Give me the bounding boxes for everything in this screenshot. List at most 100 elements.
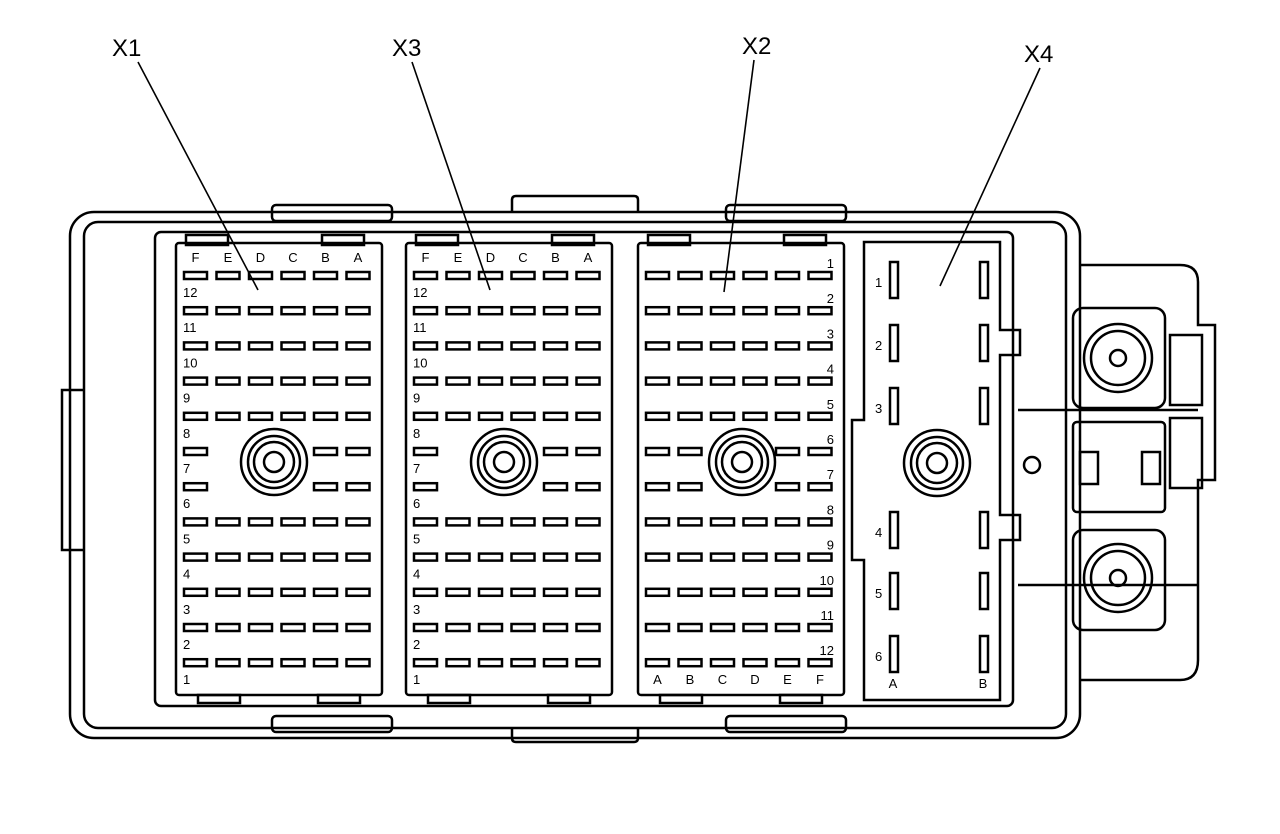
column-label: D xyxy=(486,250,495,265)
column-label: A xyxy=(653,672,662,687)
pin-cavity xyxy=(644,305,671,316)
pin-cavity xyxy=(412,587,439,598)
pin-cavity xyxy=(807,411,833,422)
pin-cavity xyxy=(445,376,471,386)
column-label: C xyxy=(288,250,297,265)
connector-x3-tab xyxy=(426,693,472,705)
row-label: 10 xyxy=(820,573,834,588)
pin-cavity xyxy=(742,270,768,281)
pin-cavity xyxy=(215,376,241,386)
callout-x3: X3 xyxy=(392,35,491,291)
pin-cavity xyxy=(247,657,274,668)
pin-cavity xyxy=(774,517,801,527)
column-label: B xyxy=(686,672,695,687)
pin-cavity xyxy=(445,270,471,281)
pin-cavity xyxy=(807,305,833,316)
pin-cavity xyxy=(215,517,241,527)
pin-cavity xyxy=(412,622,439,633)
connector-x2-tab xyxy=(646,233,692,247)
row-label: 8 xyxy=(183,426,190,441)
pin-cavity xyxy=(247,305,274,316)
pin-cavity xyxy=(542,552,569,562)
row-label: 11 xyxy=(413,320,427,335)
pin-cavity xyxy=(182,446,209,457)
row-label: 3 xyxy=(183,602,190,617)
fuse-clip-right xyxy=(1140,450,1162,486)
pin-cavity xyxy=(709,305,736,316)
pin-cavity xyxy=(247,411,274,422)
pin-cavity xyxy=(280,341,306,351)
pin-cavity xyxy=(774,411,801,422)
column-label: E xyxy=(783,672,792,687)
pin-cavity xyxy=(709,587,736,598)
connector-x3-tab xyxy=(550,233,596,247)
pin-cavity xyxy=(477,411,504,422)
pin-cavity xyxy=(644,517,671,527)
pin-cavity xyxy=(575,376,601,386)
pin-cavity xyxy=(445,305,471,316)
pin-cavity xyxy=(807,481,833,492)
row-label: 7 xyxy=(827,467,834,482)
connector-x1-tab xyxy=(184,233,230,247)
pin-cavity xyxy=(742,305,768,316)
column-label: B xyxy=(551,250,560,265)
pin-cavity xyxy=(807,552,833,562)
pin-cavity xyxy=(312,376,339,386)
pin-cavity xyxy=(742,587,768,598)
pin-cavity xyxy=(247,552,274,562)
cavity-frame xyxy=(153,230,1015,708)
pin-cavity xyxy=(280,376,306,386)
pin-cavity xyxy=(247,587,274,598)
pin-cavity xyxy=(312,587,339,598)
pin-cavity xyxy=(182,517,209,527)
pin-cavity xyxy=(280,305,306,316)
pin-cavity xyxy=(345,587,371,598)
row-label: 2 xyxy=(875,338,882,353)
column-label: E xyxy=(224,250,233,265)
row-label: 6 xyxy=(413,496,420,511)
pin-cavity xyxy=(247,517,274,527)
pin-cavity xyxy=(477,587,504,598)
row-label: 12 xyxy=(820,643,834,658)
connector-x3-center-stud xyxy=(469,427,539,497)
pin-cavity xyxy=(345,622,371,633)
pin-cavity xyxy=(978,386,990,426)
column-label: A xyxy=(889,676,898,691)
pin-cavity xyxy=(677,446,703,457)
pin-cavity xyxy=(677,341,703,351)
pin-cavity xyxy=(182,622,209,633)
column-label: B xyxy=(979,676,988,691)
pin-cavity xyxy=(412,376,439,386)
bottom-latch-right xyxy=(724,714,848,734)
pin-cavity xyxy=(677,517,703,527)
pin-cavity xyxy=(542,622,569,633)
pin-cavity xyxy=(774,552,801,562)
pin-cavity xyxy=(345,376,371,386)
pin-cavity xyxy=(345,270,371,281)
row-label: 1 xyxy=(413,672,420,687)
callout-x1-label: X1 xyxy=(112,35,141,62)
row-label: 9 xyxy=(827,538,834,553)
pin-cavity xyxy=(280,270,306,281)
callout-x4-label: X4 xyxy=(1024,41,1053,68)
pin-cavity xyxy=(807,587,833,598)
pin-cavity xyxy=(477,517,504,527)
pin-cavity xyxy=(445,657,471,668)
pin-cavity xyxy=(807,376,833,386)
pin-cavity xyxy=(807,341,833,351)
row-label: 12 xyxy=(183,285,197,300)
column-label: D xyxy=(750,672,759,687)
pin-cavity xyxy=(445,587,471,598)
pin-cavity xyxy=(412,481,439,492)
pin-cavity xyxy=(182,341,209,351)
connector-x2-center-stud xyxy=(707,427,777,497)
pin-cavity xyxy=(709,657,736,668)
pin-cavity xyxy=(709,622,736,633)
row-label: 6 xyxy=(875,649,882,664)
pin-cavity xyxy=(542,341,569,351)
pin-cavity xyxy=(774,341,801,351)
column-label: E xyxy=(454,250,463,265)
pin-cavity xyxy=(575,552,601,562)
pin-cavity xyxy=(978,510,990,550)
